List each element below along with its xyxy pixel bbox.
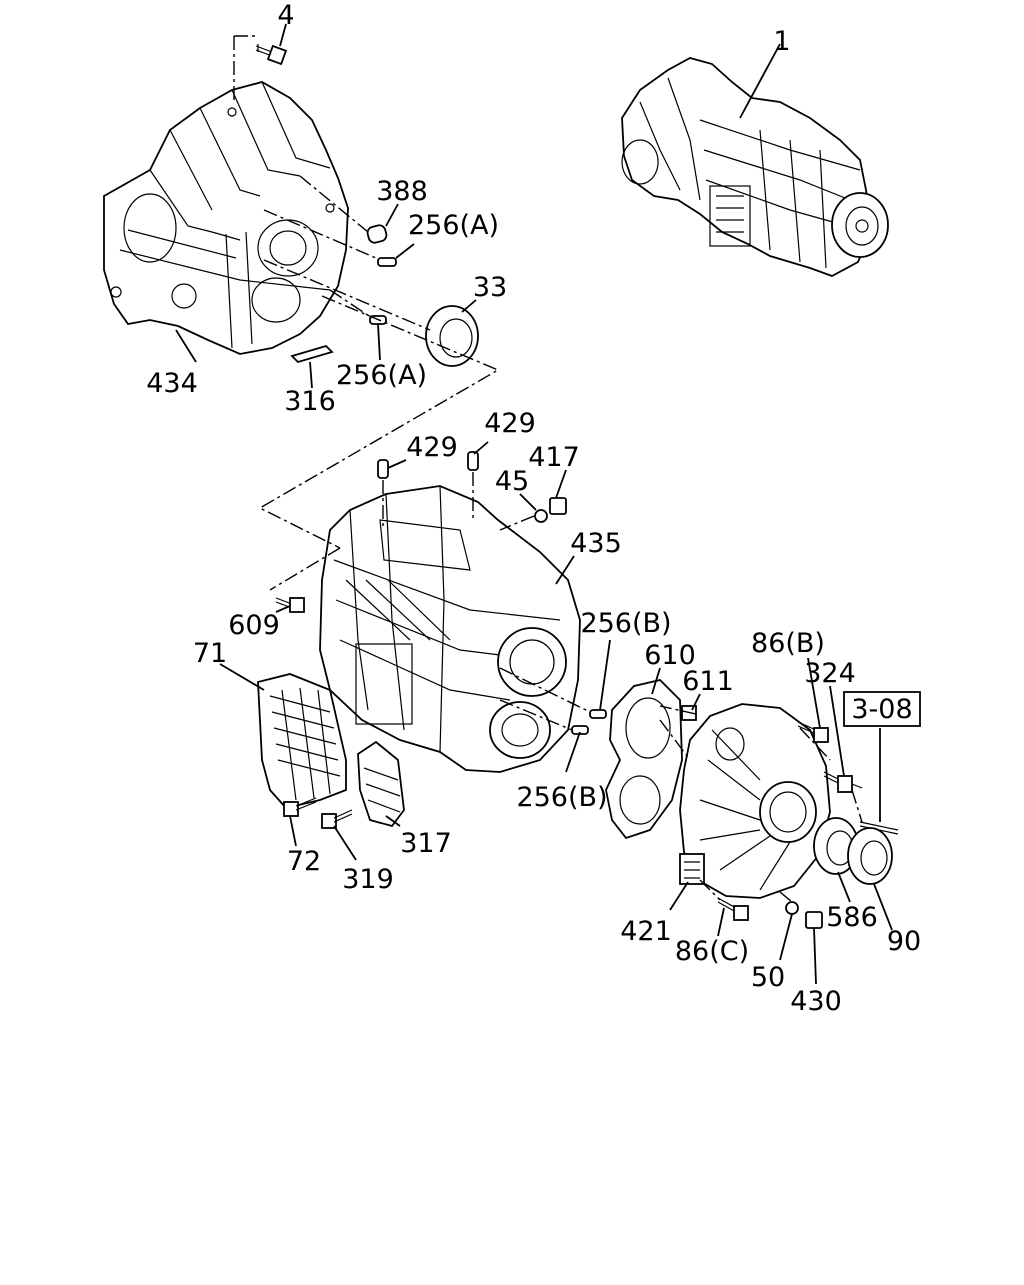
bolt-72 <box>283 797 317 817</box>
callout-430: 430 <box>790 986 842 1017</box>
callout-429-left: 429 <box>406 432 458 463</box>
washer-45 <box>534 509 548 523</box>
seal-90 <box>847 827 893 885</box>
callout-256a-top: 256(A) <box>408 210 499 241</box>
callout-316: 316 <box>284 386 336 417</box>
bolt-4 <box>255 44 288 66</box>
callout-4: 4 <box>277 0 294 31</box>
callout-50: 50 <box>751 962 785 993</box>
dowel-429-right <box>467 451 479 471</box>
rear-case <box>679 703 831 899</box>
cover-71 <box>257 673 347 809</box>
reference-box-3-08: 3-08 <box>843 691 921 727</box>
callout-86b: 86(B) <box>751 628 825 659</box>
bolt-319 <box>321 809 353 829</box>
callout-317: 317 <box>400 828 452 859</box>
leader-lines <box>175 23 893 985</box>
callout-421: 421 <box>620 916 672 947</box>
bolt-609 <box>275 597 305 613</box>
dowel-429-left <box>377 459 389 479</box>
pin-256a-top <box>377 257 397 267</box>
callout-256b-top: 256(B) <box>580 608 671 639</box>
callout-586: 586 <box>826 902 878 933</box>
plate-317 <box>357 740 405 828</box>
callout-71: 71 <box>193 638 227 669</box>
callout-611: 611 <box>682 666 734 697</box>
plate-316 <box>290 344 334 364</box>
plug-417 <box>549 497 567 515</box>
callout-429-right: 429 <box>484 408 536 439</box>
callout-324: 324 <box>804 658 856 689</box>
callout-434: 434 <box>146 368 198 399</box>
callout-256a-bottom: 256(A) <box>336 360 427 391</box>
clutch-housing <box>103 81 349 355</box>
callout-90: 90 <box>887 926 921 957</box>
callout-610: 610 <box>644 640 696 671</box>
alignment-lines <box>233 35 863 903</box>
callout-256b-bottom: 256(B) <box>516 782 607 813</box>
callout-319: 319 <box>342 864 394 895</box>
transmission-case <box>319 485 581 773</box>
callout-72: 72 <box>287 846 321 877</box>
callout-609: 609 <box>228 610 280 641</box>
gasket-610 <box>605 679 683 840</box>
callout-33: 33 <box>473 272 507 303</box>
seal-33 <box>425 305 479 367</box>
washer-50 <box>785 901 799 915</box>
callout-86c: 86(C) <box>675 936 749 967</box>
callout-1: 1 <box>773 26 790 57</box>
bushing-388 <box>366 224 388 244</box>
callout-435: 435 <box>570 528 622 559</box>
bolt-86b <box>797 721 829 743</box>
pin-256b-top <box>589 709 607 719</box>
reference-box-label: 3-08 <box>851 694 912 725</box>
callout-417: 417 <box>528 442 580 473</box>
callout-45: 45 <box>495 466 529 497</box>
callout-388: 388 <box>376 176 428 207</box>
callout-labels: 4 1 388 256(A) 33 256(A) 434 316 429 429… <box>146 0 921 1017</box>
fitting-324 <box>823 771 863 793</box>
bolt-86c <box>717 897 749 921</box>
transmission-assembly <box>621 57 889 277</box>
plug-430 <box>805 911 823 929</box>
